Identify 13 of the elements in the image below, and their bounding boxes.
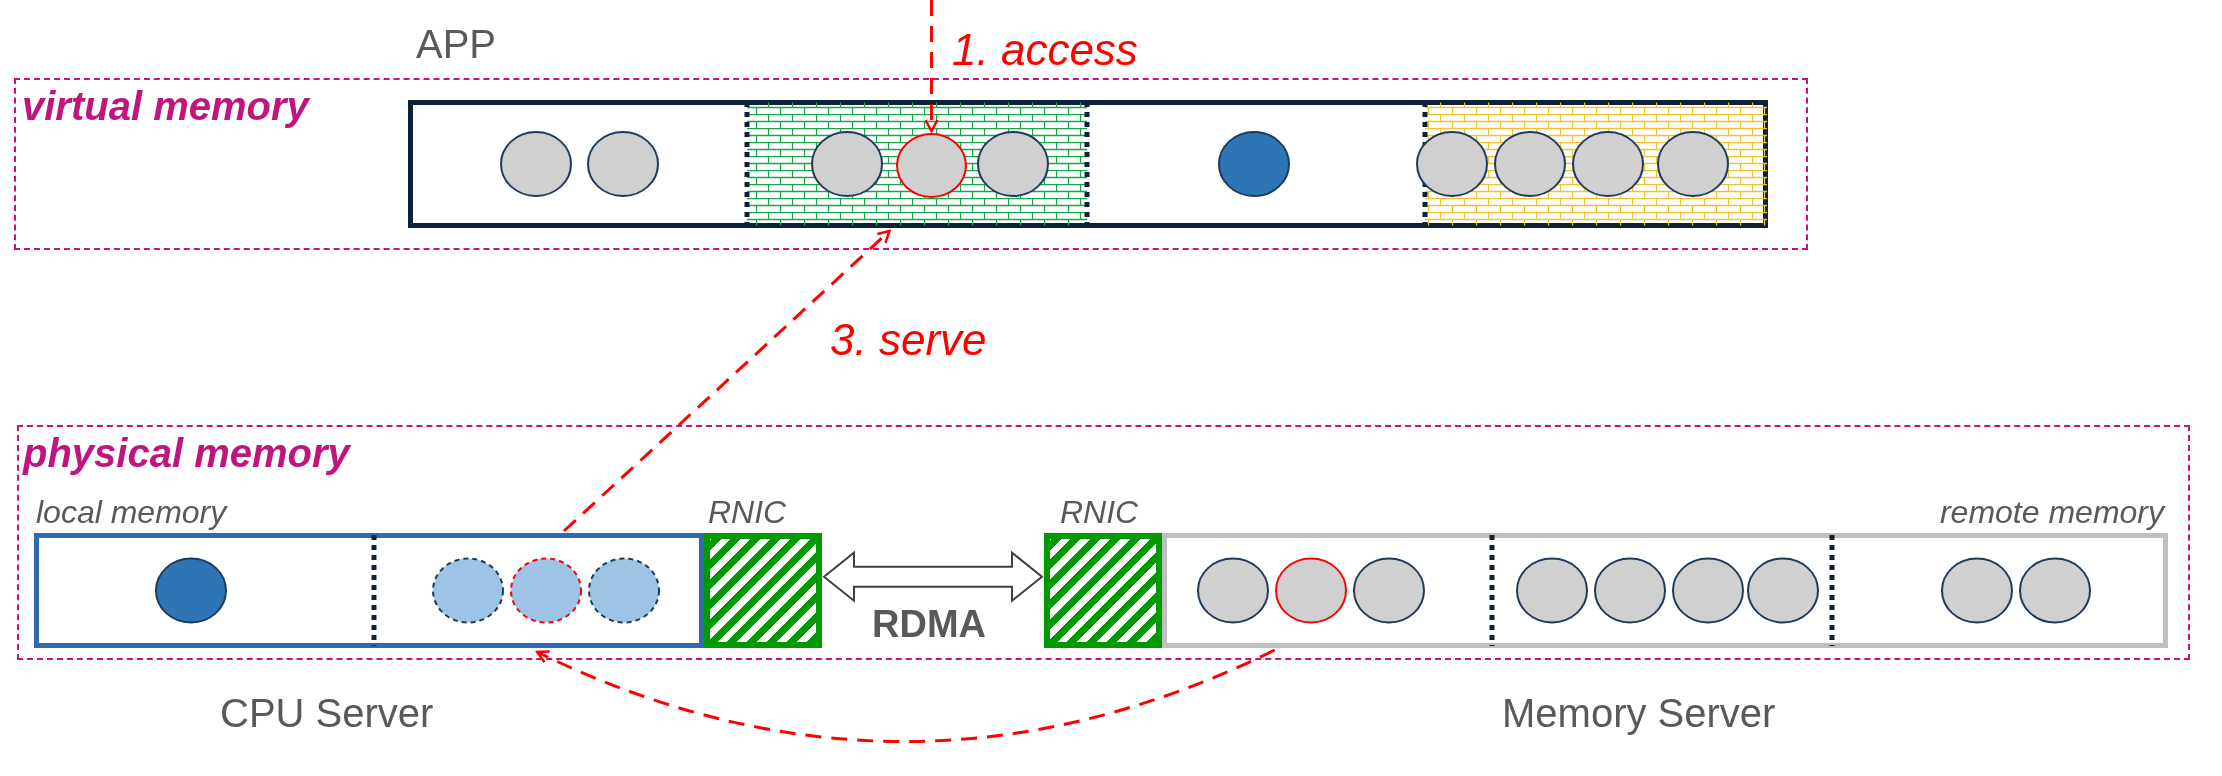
memory-label: remote memory — [1939, 495, 2164, 531]
rnic-label: RNIC — [1060, 495, 1139, 531]
arrow — [924, 0, 939, 133]
server-label: CPU Server — [220, 691, 434, 735]
arrow — [562, 229, 891, 533]
group-title: virtual memory — [22, 84, 309, 128]
server-label: Memory Server — [1502, 691, 1776, 735]
group-title: physical memory — [23, 431, 350, 475]
app-label: APP — [416, 22, 497, 66]
double-block-arrow — [822, 550, 1044, 603]
memory-label: local memory — [36, 495, 227, 531]
rnic-label: RNIC — [708, 495, 787, 531]
arrow — [535, 648, 1276, 743]
